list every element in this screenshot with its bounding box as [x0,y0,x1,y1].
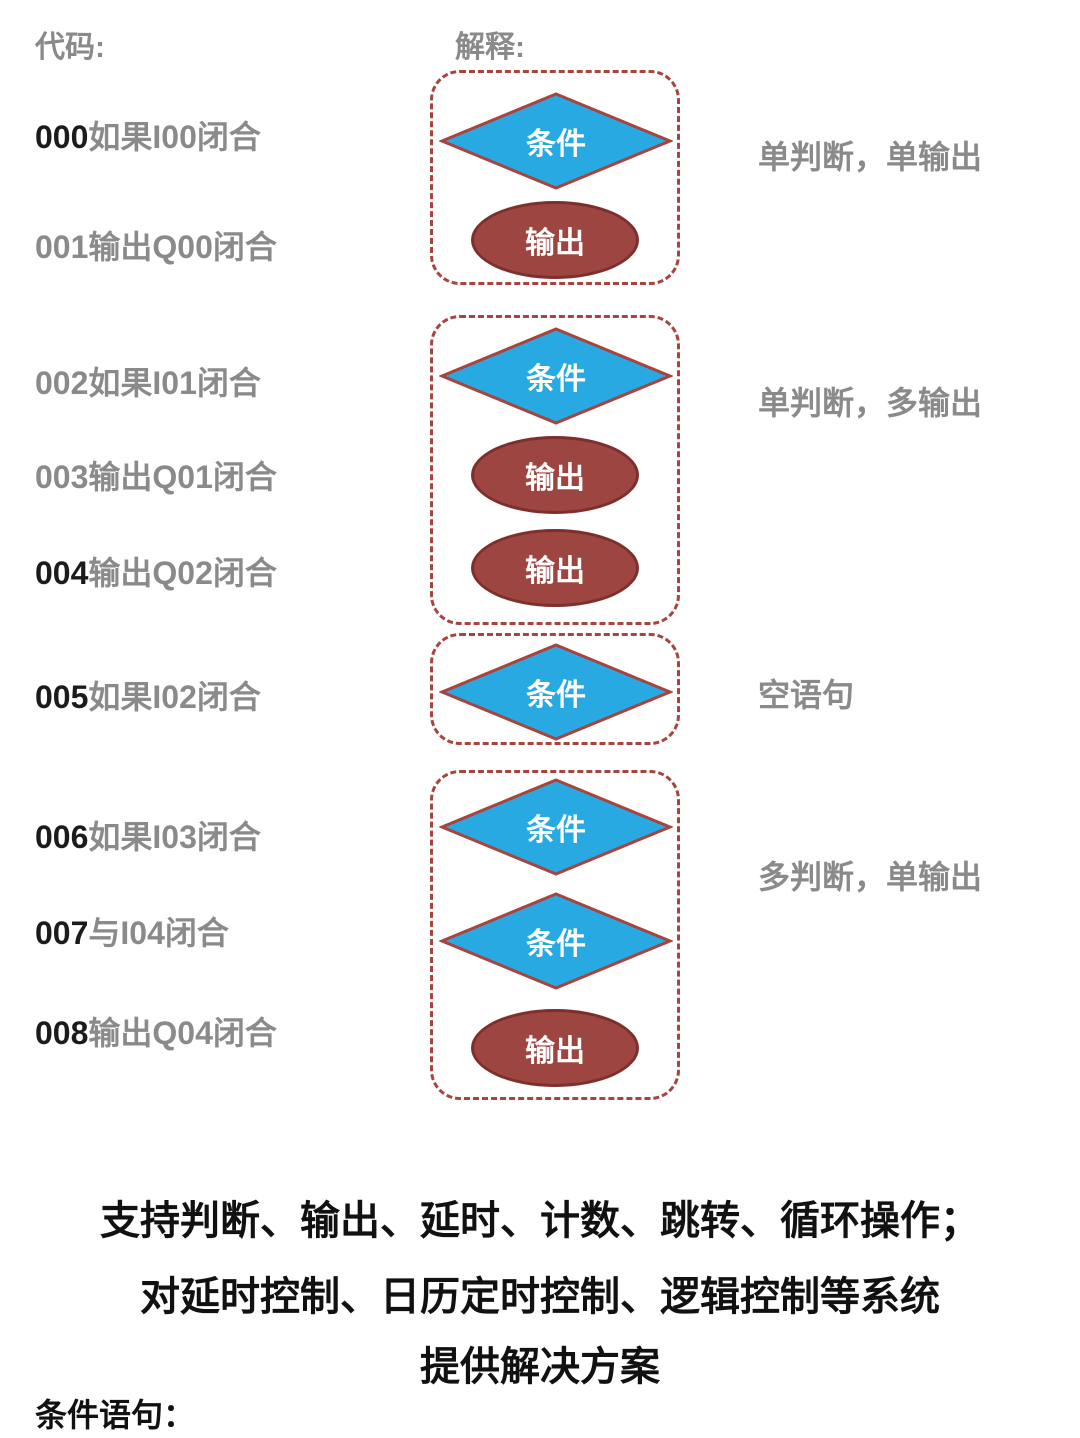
condition-diamond: 条件 [439,642,673,742]
flow-group-2: 条件 输出 输出 [430,315,680,625]
code-line: 001输出Q00闭合 [35,222,277,268]
diamond-shape-icon [439,92,673,190]
flow-group-1: 条件 输出 [430,70,680,285]
code-line-number: 003 [35,459,89,495]
diamond-shape-icon [439,778,673,876]
output-ellipse: 输出 [471,1009,639,1087]
diamond-shape-icon [439,892,673,990]
annotation-empty-statement: 空语句 [758,677,855,713]
code-line: 008输出Q04闭合 [35,1008,277,1054]
code-line-text: 如果I01闭合 [88,365,261,401]
condition-diamond: 条件 [439,777,673,877]
condition-label: 条件 [526,128,586,161]
code-line: 003输出Q01闭合 [35,452,277,498]
output-ellipse: 输出 [471,436,639,514]
code-line-number: 006 [35,819,89,855]
condition-diamond: 条件 [439,891,673,991]
code-line-number: 004 [35,555,89,591]
code-line-text: 如果I00闭合 [88,119,261,155]
code-line-text: 输出Q02闭合 [88,555,277,591]
code-line-text: 与I04闭合 [88,915,229,951]
code-line-number: 000 [35,119,89,155]
output-label: 输出 [525,227,585,260]
footer-line-1: 支持判断、输出、延时、计数、跳转、循环操作； [100,1199,980,1243]
code-column-header: 代码: [35,31,105,64]
annotation-single-multi: 单判断，多输出 [758,385,983,421]
condition-label: 条件 [526,679,586,712]
output-label: 输出 [525,555,585,588]
condition-label: 条件 [526,928,586,961]
condition-label: 条件 [526,814,586,847]
code-line-number: 002 [35,365,89,401]
footer-line-2: 对延时控制、日历定时控制、逻辑控制等系统 [140,1275,940,1319]
output-label: 输出 [525,1035,585,1068]
code-line: 006如果I03闭合 [35,812,261,858]
code-line: 002如果I01闭合 [35,358,261,404]
condition-label: 条件 [526,363,586,396]
diamond-shape-icon [439,643,673,741]
code-line-number: 007 [35,915,89,951]
code-line-text: 输出Q01闭合 [88,459,277,495]
code-line: 004输出Q02闭合 [35,548,277,594]
condition-diamond: 条件 [439,91,673,191]
code-line: 005如果I02闭合 [35,672,261,718]
explain-column-header: 解释: [455,31,525,64]
condition-statement-heading: 条件语句： [35,1397,196,1433]
code-line-text: 输出Q04闭合 [88,1015,277,1051]
flow-group-3: 条件 [430,633,680,745]
code-line-number: 001 [35,229,89,265]
code-line-text: 如果I02闭合 [88,679,261,715]
annotation-single-single: 单判断，单输出 [758,139,983,175]
diamond-shape-icon [439,327,673,425]
output-ellipse: 输出 [471,201,639,279]
code-line-text: 如果I03闭合 [88,819,261,855]
annotation-multi-single: 多判断，单输出 [758,859,983,895]
code-line-text: 输出Q00闭合 [88,229,277,265]
code-line-number: 005 [35,679,89,715]
condition-diamond: 条件 [439,326,673,426]
footer-line-3: 提供解决方案 [420,1345,660,1389]
output-label: 输出 [525,462,585,495]
code-line: 007与I04闭合 [35,908,229,954]
code-line-number: 008 [35,1015,89,1051]
code-line: 000如果I00闭合 [35,112,261,158]
flow-group-4: 条件 条件 输出 [430,770,680,1100]
output-ellipse: 输出 [471,529,639,607]
